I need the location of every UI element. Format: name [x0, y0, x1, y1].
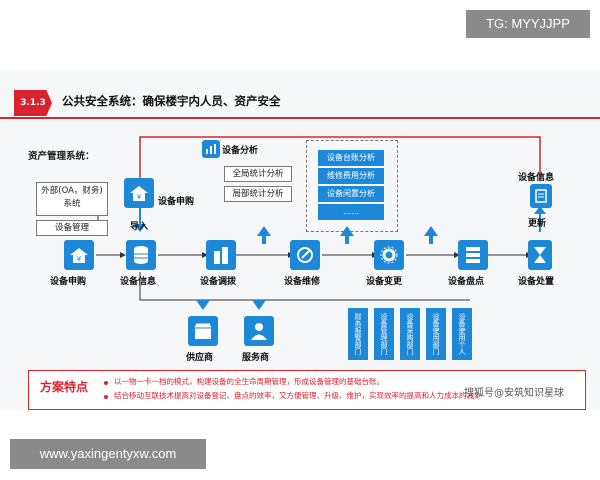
downstream-line	[139, 272, 470, 301]
flow-node-label: 设备变更	[366, 277, 403, 287]
bullet-dot	[104, 395, 108, 399]
feature-line: 结合移动互联技术提高对设备登记、盘点的效率，又方便管理、升级、维护，实现效率的提…	[114, 391, 482, 400]
svg-text:¥: ¥	[137, 193, 142, 201]
feature-line: 以一物一卡一档的模式，构建设备的全生命周期管理，形成设备管理的基础台账。	[114, 377, 384, 386]
analysis-item: 维修费用分析	[318, 168, 384, 184]
buildings-icon	[206, 240, 236, 270]
wrench-icon	[290, 240, 320, 270]
up-arrow	[340, 226, 354, 236]
up-arrow-stem	[345, 236, 349, 244]
department-card: 设备管理部门	[374, 308, 394, 360]
slide-title: 公共安全系统：确保楼宇内人员、资产安全	[62, 94, 281, 108]
features-box	[28, 370, 586, 410]
watermark-bottom: www.yaxingentyxw.com	[10, 439, 206, 469]
overlay-watermark: 搜狐号@安筑知识星球	[464, 388, 564, 399]
flow-node-label: 设备盘点	[448, 277, 485, 287]
shop-icon	[188, 316, 218, 346]
up-arrow	[424, 226, 438, 236]
flow-node-label: 设备处置	[518, 277, 555, 287]
department-card: 设备使用部门	[426, 308, 446, 360]
section-badge: 3.1.3	[14, 90, 52, 116]
hourglass-icon	[528, 240, 552, 270]
local-analysis-box: 局部统计分析	[224, 186, 292, 202]
document-icon	[530, 184, 552, 208]
import-label: 导入	[130, 222, 149, 232]
purchase-label-top: 设备申购	[158, 197, 195, 207]
svg-text:¥: ¥	[77, 255, 82, 263]
server-icon	[458, 240, 488, 270]
global-analysis-box: 全局统计分析	[224, 166, 292, 182]
department-card: 设备使用个人	[452, 308, 472, 360]
flow-node-label: 设备信息	[120, 277, 157, 287]
database-icon	[126, 240, 156, 270]
supplier-label: 供应商	[186, 353, 214, 363]
analysis-item: 设备台账分析	[318, 150, 384, 166]
up-arrow-stem	[262, 236, 266, 244]
service-provider-label: 服务商	[242, 353, 270, 363]
analysis-item: 设备闲置分析	[318, 186, 384, 202]
external-system-box: 外部(OA，财务) 系统	[36, 182, 108, 216]
right-info-label: 设备信息	[518, 173, 555, 183]
flow-node-label: 设备维修	[284, 277, 321, 287]
chart-icon	[202, 140, 220, 158]
update-loop-line	[139, 136, 541, 180]
up-arrow-stem	[429, 236, 433, 244]
flow-node-label: 设备调拨	[200, 277, 237, 287]
bullet-dot	[104, 381, 108, 385]
purchase-icon: ¥	[124, 178, 154, 208]
asset-management-box: 设备管理	[36, 220, 108, 236]
flow-node-label: 设备申购	[50, 277, 87, 287]
watermark-top: TG: MYYJJPP	[466, 10, 590, 38]
person-icon	[244, 316, 274, 346]
analysis-item: ……	[318, 204, 384, 220]
house-icon: ¥	[64, 240, 94, 270]
analysis-title: 设备分析	[222, 146, 259, 156]
department-card: 设备采购部门	[400, 308, 420, 360]
features-title: 方案特点	[40, 380, 89, 394]
down-arrow	[196, 300, 210, 310]
update-label: 更新	[528, 219, 547, 229]
gear-icon	[374, 240, 404, 270]
title-underline	[0, 117, 600, 119]
department-card: 财务报警部门	[348, 308, 368, 360]
section-label: 资产管理系统：	[28, 151, 95, 162]
down-arrow	[252, 300, 266, 310]
up-arrow	[257, 226, 271, 236]
